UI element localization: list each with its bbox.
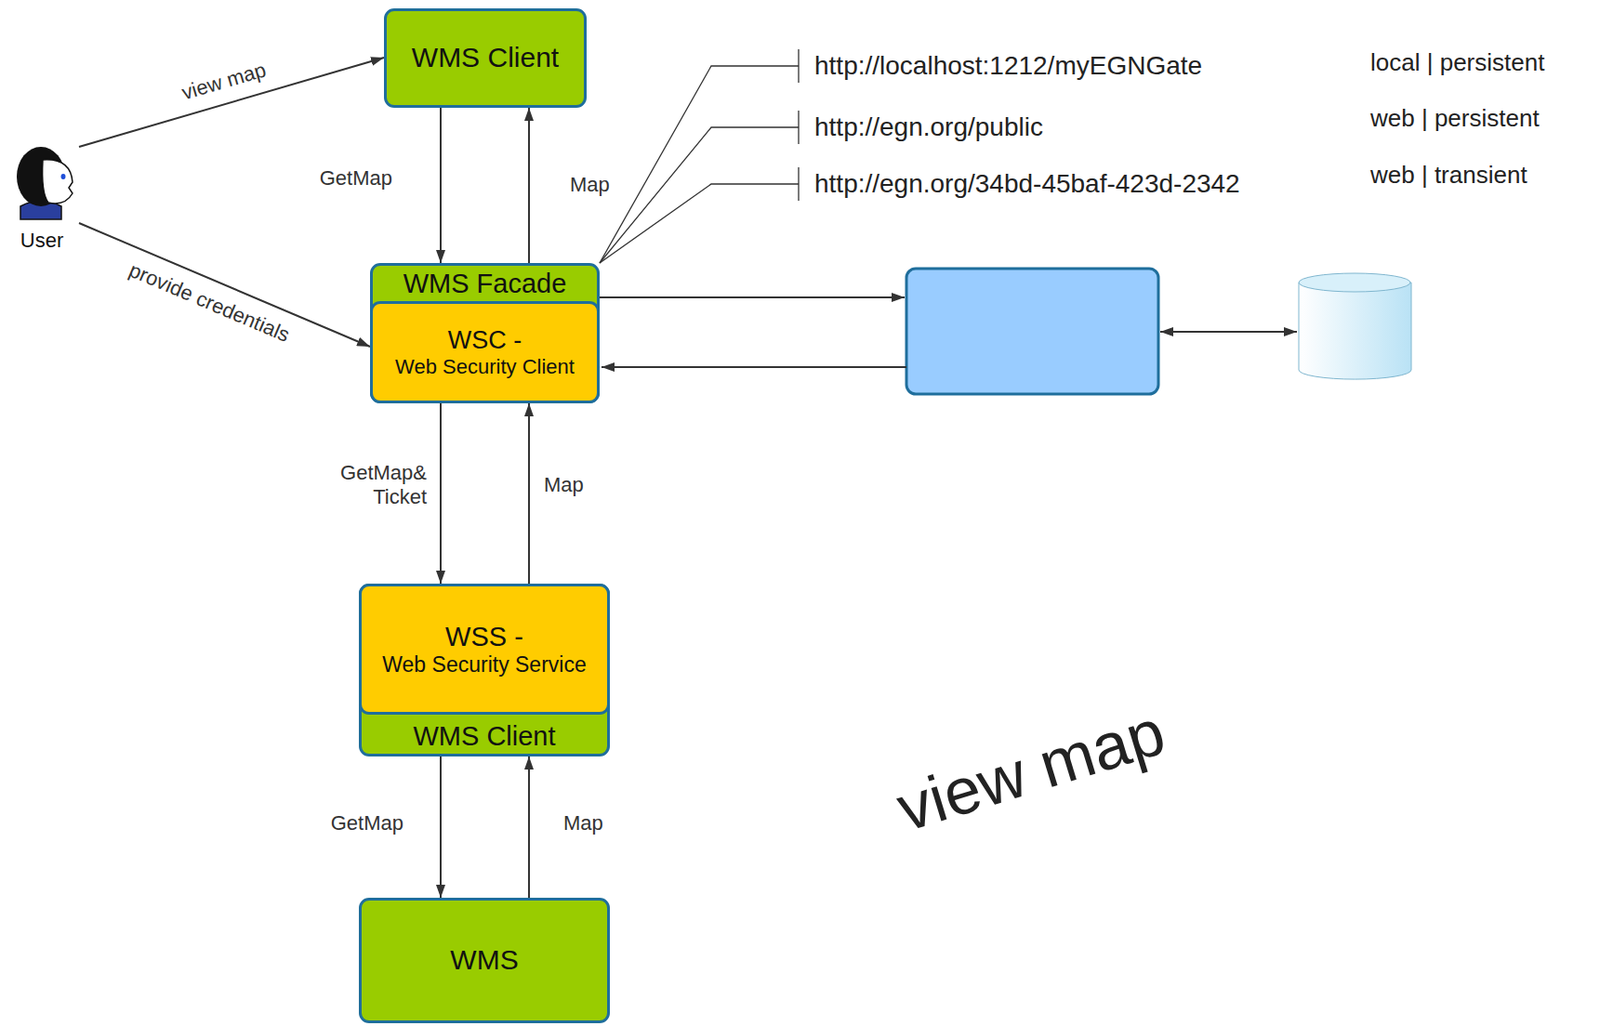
edge-label: Map (568, 172, 612, 198)
client-box: WSS -Web Security ServiceWMS Client (358, 583, 610, 757)
flow-arrow (439, 107, 442, 264)
edge-label: GetMap& Ticket (331, 461, 429, 511)
flow-arrow (528, 107, 530, 264)
client-box: WMS Client (383, 8, 587, 108)
flow-arrow (79, 57, 384, 147)
edge-label: GetMap (317, 166, 395, 191)
service-arrows (599, 297, 1297, 368)
node-text-area: User (4, 224, 80, 256)
edge-label: GetMap (329, 811, 406, 836)
node-title: WSC - (448, 326, 522, 356)
node-title: WSS - (445, 621, 524, 653)
node-title: WMS Client (411, 41, 559, 75)
node-subtitle: Web Security Service (382, 652, 586, 677)
service-box (906, 268, 1159, 395)
node-text-area: WSS -Web Security Service (361, 586, 608, 713)
node-text-area: WMS Facade (372, 265, 597, 304)
node-title: WMS Facade (403, 268, 568, 300)
security-service-box: WSS -Web Security Service (358, 583, 610, 715)
node-title: WMS Client (412, 721, 556, 753)
node-text-area: WMS (361, 900, 608, 1021)
scope-note: local | persistent (1370, 49, 1545, 78)
user-icon (16, 146, 73, 220)
facade-box: WSC -Web Security Client WMS Facade (370, 263, 600, 404)
edge-label: view map (177, 57, 271, 107)
security-client-box: WSC -Web Security Client (370, 301, 600, 404)
service-box: WMS (358, 898, 610, 1024)
flow-arrow (79, 223, 371, 347)
flow-arrow (528, 403, 530, 584)
flow-arrow (439, 403, 442, 584)
actor-figure: User (4, 139, 80, 256)
scope-note: web | persistent (1370, 105, 1540, 133)
edge-label: Map (561, 811, 606, 836)
url-text: http://egn.org/public (814, 112, 1044, 143)
node-subtitle: Web Security Client (395, 355, 575, 379)
node-text-area: WMS Client (386, 11, 584, 106)
url-text: http://egn.org/34bd-45baf-423d-2342 (814, 169, 1241, 199)
flow-arrow (528, 756, 530, 899)
scope-note: web | transient (1370, 161, 1528, 190)
url-leader-lines (599, 49, 799, 264)
node-title: User (20, 228, 64, 252)
url-text: http://localhost:1212/myEGNGate (814, 51, 1203, 81)
node-text-area: WSC -Web Security Client (372, 304, 597, 401)
view-title: view map (888, 694, 1174, 847)
node-text-area: WMS Client (361, 716, 608, 757)
database-cylinder (1298, 273, 1412, 380)
edge-label: Map (542, 473, 586, 498)
flow-arrow (439, 756, 442, 899)
node-title: WMS (449, 944, 518, 978)
